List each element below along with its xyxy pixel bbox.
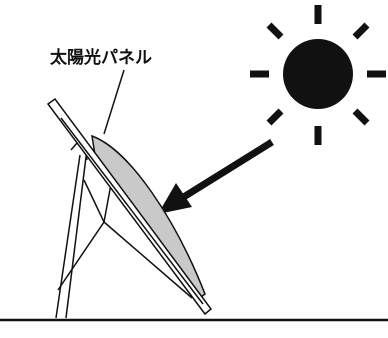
solar-panel-label: 太陽光パネル xyxy=(50,43,152,68)
label-leader-line xyxy=(104,70,124,134)
sunlight-arrow-icon xyxy=(158,142,272,214)
panel-body xyxy=(92,136,205,301)
sun-icon xyxy=(250,5,386,145)
panel-rim xyxy=(61,118,203,304)
